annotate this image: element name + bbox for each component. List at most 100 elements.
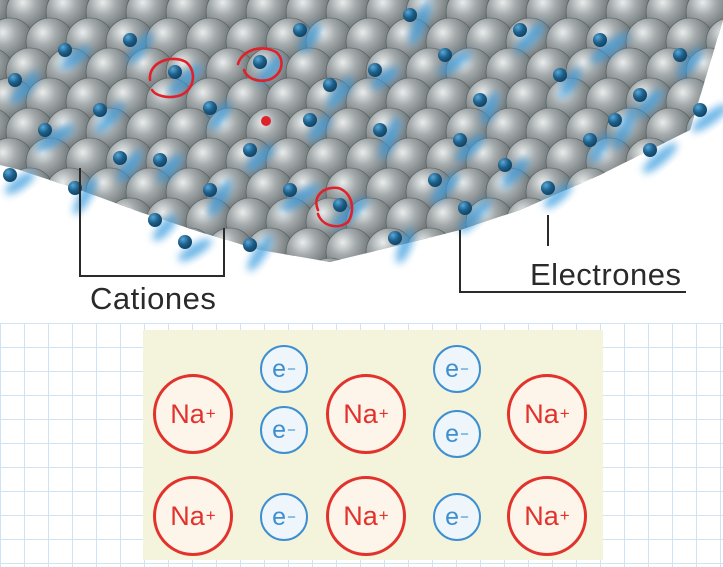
cation-sphere bbox=[125, 227, 175, 262]
cation-sphere bbox=[465, 257, 515, 262]
cation-sphere bbox=[25, 257, 75, 262]
cation-sphere bbox=[705, 257, 723, 262]
electron-dot bbox=[8, 73, 22, 87]
cation-sphere bbox=[665, 197, 715, 247]
electron-dots bbox=[3, 8, 707, 252]
electron-dot bbox=[123, 33, 137, 47]
electron-dot bbox=[453, 133, 467, 147]
cations-leader-line bbox=[79, 168, 225, 277]
electron-glow bbox=[95, 102, 125, 134]
cation-charge: + bbox=[205, 404, 216, 423]
cation-sphere bbox=[565, 167, 615, 217]
cation-sphere bbox=[585, 197, 635, 247]
electron-glow bbox=[379, 116, 401, 160]
electron-glow bbox=[308, 114, 332, 142]
electron-glow bbox=[245, 144, 275, 172]
electron-dot bbox=[243, 143, 257, 157]
cation-sphere bbox=[705, 137, 723, 187]
electron-glow bbox=[438, 50, 472, 76]
cation-charge: + bbox=[559, 506, 570, 525]
electron-dot bbox=[243, 238, 257, 252]
electron-dot bbox=[148, 213, 162, 227]
electron-dot bbox=[438, 48, 452, 62]
electron-glow bbox=[157, 153, 183, 183]
electron-glow bbox=[515, 22, 545, 54]
electron-dot bbox=[168, 65, 182, 79]
annotation-circle-2 bbox=[236, 47, 283, 82]
cation-sphere bbox=[685, 167, 723, 217]
electron-glow bbox=[642, 142, 678, 174]
cation-sphere bbox=[705, 197, 723, 247]
cations-label: Cationes bbox=[90, 281, 217, 316]
electron-glow bbox=[208, 179, 232, 217]
electron-dot bbox=[178, 235, 192, 249]
electron-glow bbox=[178, 238, 212, 262]
electron-dot bbox=[153, 153, 167, 167]
electron-dot bbox=[513, 23, 527, 37]
electrons-label: Electrones bbox=[530, 257, 682, 292]
cation-sphere bbox=[625, 197, 675, 247]
cation-sphere bbox=[305, 257, 355, 262]
cation-symbol: Na bbox=[170, 398, 205, 429]
electron-symbol: e bbox=[445, 354, 460, 383]
electron-dot bbox=[593, 33, 607, 47]
cation-sphere bbox=[105, 197, 155, 247]
electron-glow bbox=[558, 67, 582, 99]
cation-sphere bbox=[265, 257, 315, 262]
electron-symbol: e bbox=[272, 354, 287, 383]
electrons-leader-line bbox=[459, 230, 686, 293]
electron-glow bbox=[543, 183, 573, 209]
annotation-dot bbox=[261, 116, 271, 126]
electron-dot bbox=[498, 158, 512, 172]
electron-glow bbox=[613, 106, 637, 150]
electron-dot bbox=[633, 88, 647, 102]
cation-sphere bbox=[205, 227, 255, 262]
cation-sphere bbox=[5, 227, 55, 262]
metal-lattice-illustration bbox=[0, 0, 723, 293]
electron-glow bbox=[35, 124, 75, 152]
electron-glow bbox=[280, 184, 320, 212]
cation-symbol: Na bbox=[170, 500, 205, 531]
electron-dot bbox=[583, 133, 597, 147]
electron-dot bbox=[608, 113, 622, 127]
electron-charge: − bbox=[460, 425, 469, 443]
electron-circle: e− bbox=[260, 406, 308, 454]
electron-dot bbox=[58, 43, 72, 57]
annotation-circle-3 bbox=[315, 186, 354, 228]
electron-charge: − bbox=[287, 421, 296, 439]
cation-symbol: Na bbox=[524, 500, 559, 531]
electron-dot bbox=[253, 55, 267, 69]
electron-glow bbox=[396, 228, 414, 264]
electron-dot bbox=[541, 181, 555, 195]
cation-sphere bbox=[25, 197, 75, 247]
electron-glow bbox=[59, 46, 91, 70]
electron-symbol: e bbox=[445, 419, 460, 448]
cation-charge: + bbox=[378, 404, 389, 423]
electron-dot bbox=[428, 173, 442, 187]
electron-dot bbox=[368, 63, 382, 77]
electron-dot bbox=[388, 231, 402, 245]
cation-symbol: Na bbox=[343, 398, 378, 429]
electron-circle: e− bbox=[260, 345, 308, 393]
electron-symbol: e bbox=[445, 502, 460, 531]
electron-dot bbox=[458, 201, 472, 215]
cation-sphere bbox=[65, 197, 115, 247]
cation-sphere bbox=[645, 167, 695, 217]
electron-charge: − bbox=[287, 508, 296, 526]
electron-glow bbox=[257, 55, 283, 85]
cation-charge: + bbox=[205, 506, 216, 525]
cation-sphere bbox=[0, 257, 35, 262]
electron-glow bbox=[127, 32, 153, 64]
electron-dot bbox=[473, 93, 487, 107]
electron-glow bbox=[459, 198, 491, 234]
cation-circle: Na+ bbox=[153, 476, 233, 556]
electron-glow bbox=[247, 234, 273, 272]
electron-circle: e− bbox=[433, 345, 481, 393]
electron-dot bbox=[693, 103, 707, 117]
cation-sphere bbox=[45, 227, 95, 262]
electron-glows bbox=[5, 0, 723, 272]
electron-dot bbox=[68, 181, 82, 195]
electron-glow bbox=[326, 76, 354, 110]
annotation-circle-1 bbox=[148, 57, 195, 99]
